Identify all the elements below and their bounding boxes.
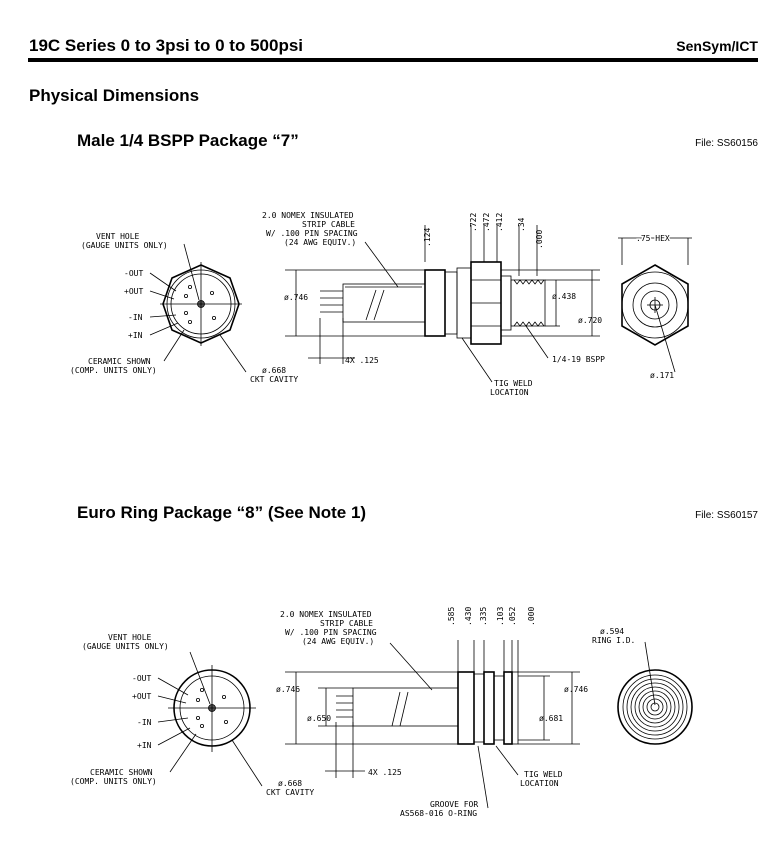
dia-body: ø.746 (284, 293, 308, 302)
vent-hole-note: (GAUGE UNITS ONLY) (82, 642, 169, 651)
dim-top-4: .052 (508, 607, 517, 626)
ckt-cavity-dia: ø.668 (278, 779, 302, 788)
dia-right: ø.746 (564, 685, 588, 694)
pin-spacing: 4X .125 (345, 356, 379, 365)
dim-top-3: .103 (496, 607, 505, 626)
dia-ring: ø.681 (539, 714, 563, 723)
dim-top-1: .430 (464, 607, 473, 626)
pin-in-pos-label: +IN (128, 331, 143, 340)
pin-out-pos-label: +OUT (124, 287, 143, 296)
ckt-cavity-label: CKT CAVITY (266, 788, 314, 797)
pin-in-pos-label: +IN (137, 741, 152, 750)
cable-label-2: STRIP CABLE (302, 220, 355, 229)
pin-in-neg-label: -IN (128, 313, 143, 322)
brand-name: SenSym/ICT (676, 38, 758, 54)
groove-label-2: AS568-016 O-RING (400, 809, 477, 818)
ceramic-note: (COMP. UNITS ONLY) (70, 366, 157, 375)
cable-label: 2.0 NOMEX INSULATED (280, 610, 372, 619)
dim-top-2: .335 (479, 607, 488, 626)
weld-label: TIG WELD (524, 770, 563, 779)
dim-top-0: .585 (447, 607, 456, 626)
pin-out-neg-label: -OUT (124, 269, 143, 278)
package-8-title: Euro Ring Package “8” (See Note 1) (77, 503, 367, 522)
groove-label: GROOVE FOR (430, 800, 478, 809)
weld-label-2: LOCATION (490, 388, 529, 397)
dim-top-5: .000 (527, 607, 536, 626)
ckt-cavity-dia: ø.668 (262, 366, 286, 375)
ceramic-label: CERAMIC SHOWN (88, 357, 151, 366)
weld-label-2: LOCATION (520, 779, 559, 788)
package-7-file-ref: File: SS60156 (695, 138, 758, 149)
cable-label-3: W/ .100 PIN SPACING (266, 229, 358, 238)
package-7-end-view: VENT HOLE (GAUGE UNITS ONLY) -OUT +OUT -… (70, 232, 298, 384)
pin-out-pos-label: +OUT (132, 692, 151, 701)
pin-spacing: 4X .125 (368, 768, 402, 777)
package-8-front-view: ø.594 RING I.D. (592, 627, 693, 745)
cable-label: 2.0 NOMEX INSULATED (262, 211, 354, 220)
package-7-front-view: .75 HEX ø.171 (618, 233, 692, 380)
cable-label-4: (24 AWG EQUIV.) (284, 238, 356, 247)
pin-in-neg-label: -IN (137, 718, 152, 727)
ring-dia: ø.594 (600, 627, 624, 636)
dim-top-1: .722 (469, 213, 478, 232)
package-7-side-view: 2.0 NOMEX INSULATED STRIP CABLE W/ .100 … (262, 211, 605, 397)
cable-label-4: (24 AWG EQUIV.) (302, 637, 374, 646)
cable-label-2: STRIP CABLE (320, 619, 373, 628)
vent-hole-label: VENT HOLE (96, 232, 140, 241)
section-title: Physical Dimensions (29, 86, 200, 105)
package-8-side-view: 2.0 NOMEX INSULATED STRIP CABLE W/ .100 … (276, 607, 588, 818)
dia-thread: ø.438 (552, 292, 576, 301)
dim-top-2: .472 (482, 213, 491, 232)
port-dia: ø.171 (650, 371, 674, 380)
dim-top-0: .124 (423, 228, 432, 247)
pin-out-neg-label: -OUT (132, 674, 151, 683)
ceramic-note: (COMP. UNITS ONLY) (70, 777, 157, 786)
package-8-end-view: VENT HOLE (GAUGE UNITS ONLY) -OUT +OUT -… (70, 633, 314, 797)
ceramic-label: CERAMIC SHOWN (90, 768, 153, 777)
dim-top-4: .34 (517, 217, 526, 232)
hex-dim: .75 HEX (636, 234, 670, 243)
cable-label-3: W/ .100 PIN SPACING (285, 628, 377, 637)
page-header-title: 19C Series 0 to 3psi to 0 to 500psi (29, 36, 304, 55)
ckt-cavity-label: CKT CAVITY (250, 375, 298, 384)
dim-top-5: .000 (535, 230, 544, 249)
thread-spec: 1/4-19 BSPP (552, 355, 605, 364)
dia-body: ø.746 (276, 685, 300, 694)
header-rule (28, 58, 758, 62)
package-7-title: Male 1/4 BSPP Package “7” (77, 131, 299, 150)
ring-label: RING I.D. (592, 636, 635, 645)
dia-inner: ø.650 (307, 714, 331, 723)
vent-hole-label: VENT HOLE (108, 633, 152, 642)
vent-hole-note: (GAUGE UNITS ONLY) (81, 241, 168, 250)
weld-label: TIG WELD (494, 379, 533, 388)
dia-hex: ø.720 (578, 316, 602, 325)
dim-top-3: .412 (495, 213, 504, 232)
package-8-file-ref: File: SS60157 (695, 510, 758, 521)
